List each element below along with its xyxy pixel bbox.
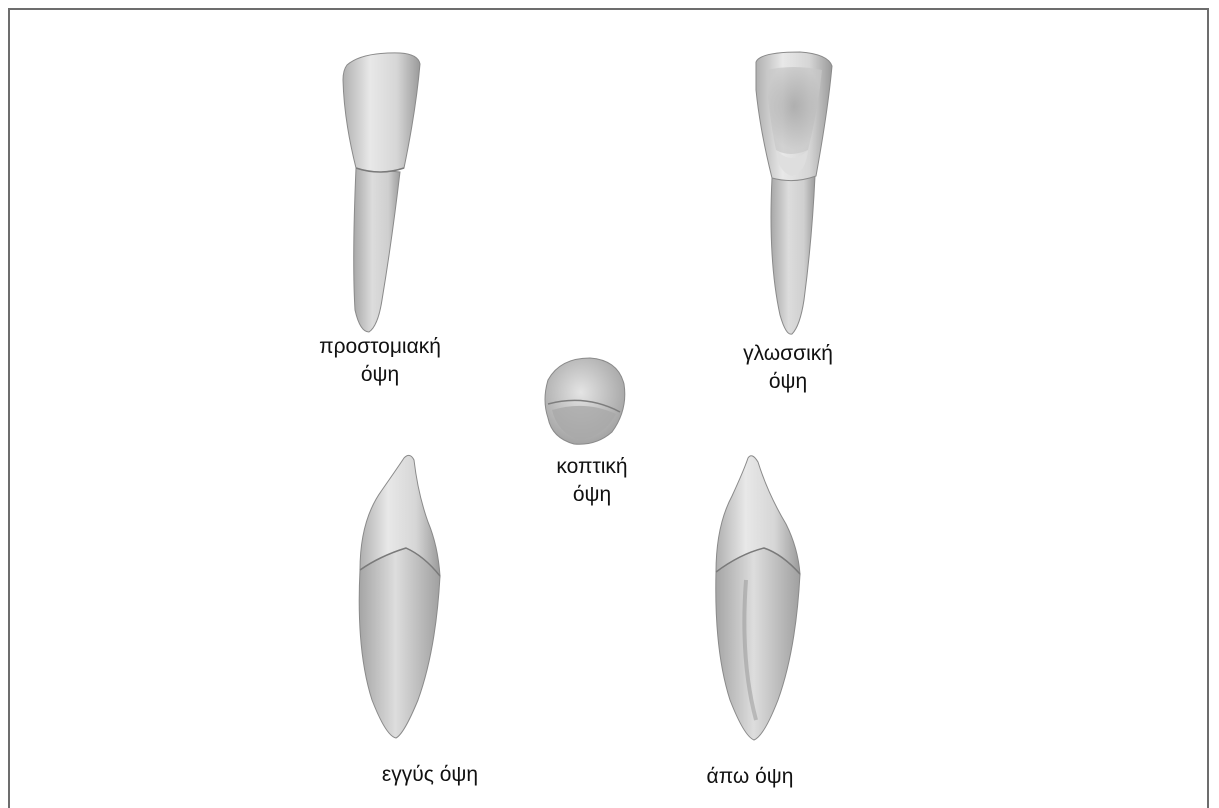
- lingual-view-label-line1: γλωσσική: [708, 340, 868, 368]
- distal-view-label-line1: άπω όψη: [660, 763, 840, 791]
- mesial-tooth: [359, 455, 440, 738]
- labial-view-label-line1: προστομιακή: [300, 333, 460, 361]
- lingual-tooth: [756, 52, 832, 334]
- mesial-view-label: εγγύς όψη: [340, 761, 520, 789]
- labial-tooth: [343, 53, 420, 332]
- mesial-view-label-line1: εγγύς όψη: [340, 761, 520, 789]
- lingual-root: [771, 176, 815, 334]
- lingual-view-label: γλωσσική όψη: [708, 340, 868, 396]
- labial-root: [354, 168, 400, 332]
- incisal-view-label: κοπτική όψη: [512, 453, 672, 509]
- incisal-view-label-line1: κοπτική: [512, 453, 672, 481]
- distal-view-label: άπω όψη: [660, 763, 840, 791]
- lingual-view-label-line2: όψη: [708, 368, 868, 396]
- incisal-view-label-line2: όψη: [512, 481, 672, 509]
- distal-root: [716, 548, 800, 740]
- distal-tooth: [716, 456, 800, 740]
- incisal-tooth: [545, 358, 625, 444]
- mesial-root: [359, 548, 440, 738]
- labial-view-label: προστομιακή όψη: [300, 333, 460, 389]
- labial-crown: [343, 53, 420, 172]
- labial-view-label-line2: όψη: [300, 361, 460, 389]
